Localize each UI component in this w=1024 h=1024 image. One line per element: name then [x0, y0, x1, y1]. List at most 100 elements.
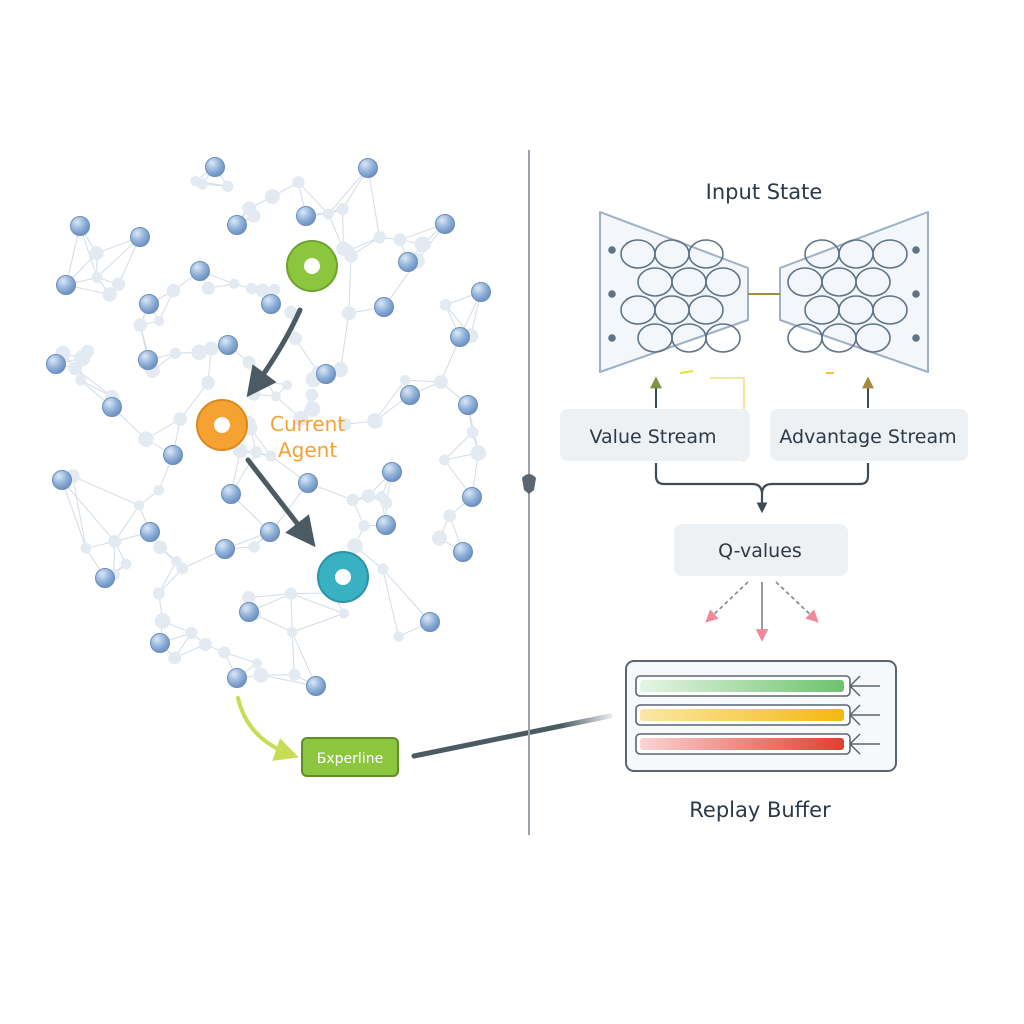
graph-node	[221, 484, 241, 504]
graph-node	[306, 676, 326, 696]
experience-box: Бxperline	[301, 737, 399, 777]
graph-edge	[374, 379, 406, 422]
graph-edge	[291, 632, 295, 675]
mesh-port	[608, 246, 616, 254]
graph-node	[56, 275, 76, 295]
graph-node	[453, 542, 473, 562]
replay-buffer-label: Replay Buffer	[689, 798, 831, 822]
spark-1	[679, 370, 694, 374]
graph-node	[458, 395, 478, 415]
graph-node-faint	[399, 374, 411, 386]
graph-node-faint	[338, 417, 352, 431]
graph-node	[139, 294, 159, 314]
green-state-node	[286, 240, 338, 292]
mesh-cell	[705, 323, 741, 353]
graph-node-faint	[375, 491, 387, 502]
graph-node-faint	[286, 626, 298, 638]
graph-node-faint	[176, 562, 189, 575]
mesh-cell	[787, 323, 823, 353]
graph-node-faint	[332, 361, 349, 378]
graph-edge	[114, 505, 140, 542]
value-stream-label: Value Stream	[590, 426, 717, 448]
buffer-row-red	[635, 733, 880, 755]
mesh-cell	[688, 295, 724, 325]
graph-node	[462, 487, 482, 507]
graph-node-faint	[242, 201, 257, 216]
graph-node-faint	[265, 450, 277, 462]
mesh-cell	[804, 239, 840, 269]
mesh-cell	[804, 295, 840, 325]
graph-node-faint	[288, 331, 302, 346]
graph-node-faint	[264, 189, 280, 204]
graph-node-faint	[338, 608, 350, 619]
graph-node-faint	[284, 305, 298, 319]
mesh-port	[912, 334, 920, 342]
q-values-label: Q-values	[718, 540, 802, 562]
mesh-cell	[705, 267, 741, 297]
graph-edge	[382, 568, 400, 637]
graph-node	[140, 522, 160, 542]
graph-edge	[61, 479, 116, 542]
graph-node-faint	[169, 347, 181, 359]
graph-node-faint	[373, 231, 386, 244]
graph-node-faint	[89, 246, 104, 261]
merge-bracket	[654, 463, 870, 510]
graph-node	[52, 470, 72, 490]
buffer-connector	[411, 713, 613, 759]
divider-marker	[522, 474, 536, 494]
graph-node-faint	[361, 489, 376, 503]
graph-node	[376, 515, 396, 535]
graph-node-faint	[204, 341, 219, 356]
mesh-port	[608, 334, 616, 342]
graph-node-faint	[470, 445, 487, 461]
experience-label: Бxperline	[317, 751, 383, 767]
graph-node-faint	[293, 410, 309, 427]
graph-node-faint	[185, 626, 198, 640]
graph-edge	[255, 614, 293, 633]
graph-edge	[65, 225, 81, 286]
graph-node-faint	[242, 591, 256, 605]
graph-node	[205, 157, 225, 177]
graph-node-faint	[108, 535, 122, 549]
graph-node	[239, 602, 259, 622]
replay-buffer-panel	[625, 660, 897, 772]
graph-node	[382, 462, 402, 482]
graph-node-faint	[414, 236, 431, 253]
current-agent-node	[196, 399, 248, 451]
graph-node-faint	[431, 530, 447, 546]
q-out-arrow-left	[705, 581, 749, 623]
trajectory-arrow-1	[246, 307, 303, 398]
graph-node	[435, 214, 455, 234]
graph-node-faint	[196, 178, 208, 190]
graph-node-faint	[91, 271, 103, 283]
graph-node-faint	[336, 202, 349, 216]
graph-node-faint	[74, 350, 91, 367]
graph-node-faint	[439, 454, 450, 466]
graph-node	[138, 350, 158, 370]
graph-node-faint	[153, 315, 165, 327]
advantage-stream-label: Advantage Stream	[779, 426, 956, 448]
graph-node	[227, 215, 247, 235]
graph-node-faint	[198, 637, 212, 652]
mesh-cell	[688, 239, 724, 269]
graph-edge	[290, 593, 293, 633]
graph-node-faint	[346, 493, 359, 507]
graph-node-faint	[191, 344, 207, 361]
graph-node-faint	[102, 287, 117, 302]
graph-edge	[248, 593, 292, 599]
graph-node-faint	[242, 355, 256, 369]
graph-edge	[367, 167, 380, 238]
graph-node-faint	[305, 388, 319, 402]
graph-edge	[327, 167, 369, 215]
graph-edge	[298, 181, 329, 215]
value-stream-box: Value Stream	[560, 409, 750, 461]
graph-node-faint	[252, 658, 263, 669]
graph-node-faint	[152, 587, 165, 600]
graph-node-faint	[443, 509, 457, 523]
current-agent-label-line1: Current	[270, 412, 345, 436]
graph-node-faint	[245, 282, 258, 295]
graph-node-faint	[434, 375, 448, 389]
state-graph	[46, 157, 491, 696]
buffer-row-green	[635, 675, 880, 697]
